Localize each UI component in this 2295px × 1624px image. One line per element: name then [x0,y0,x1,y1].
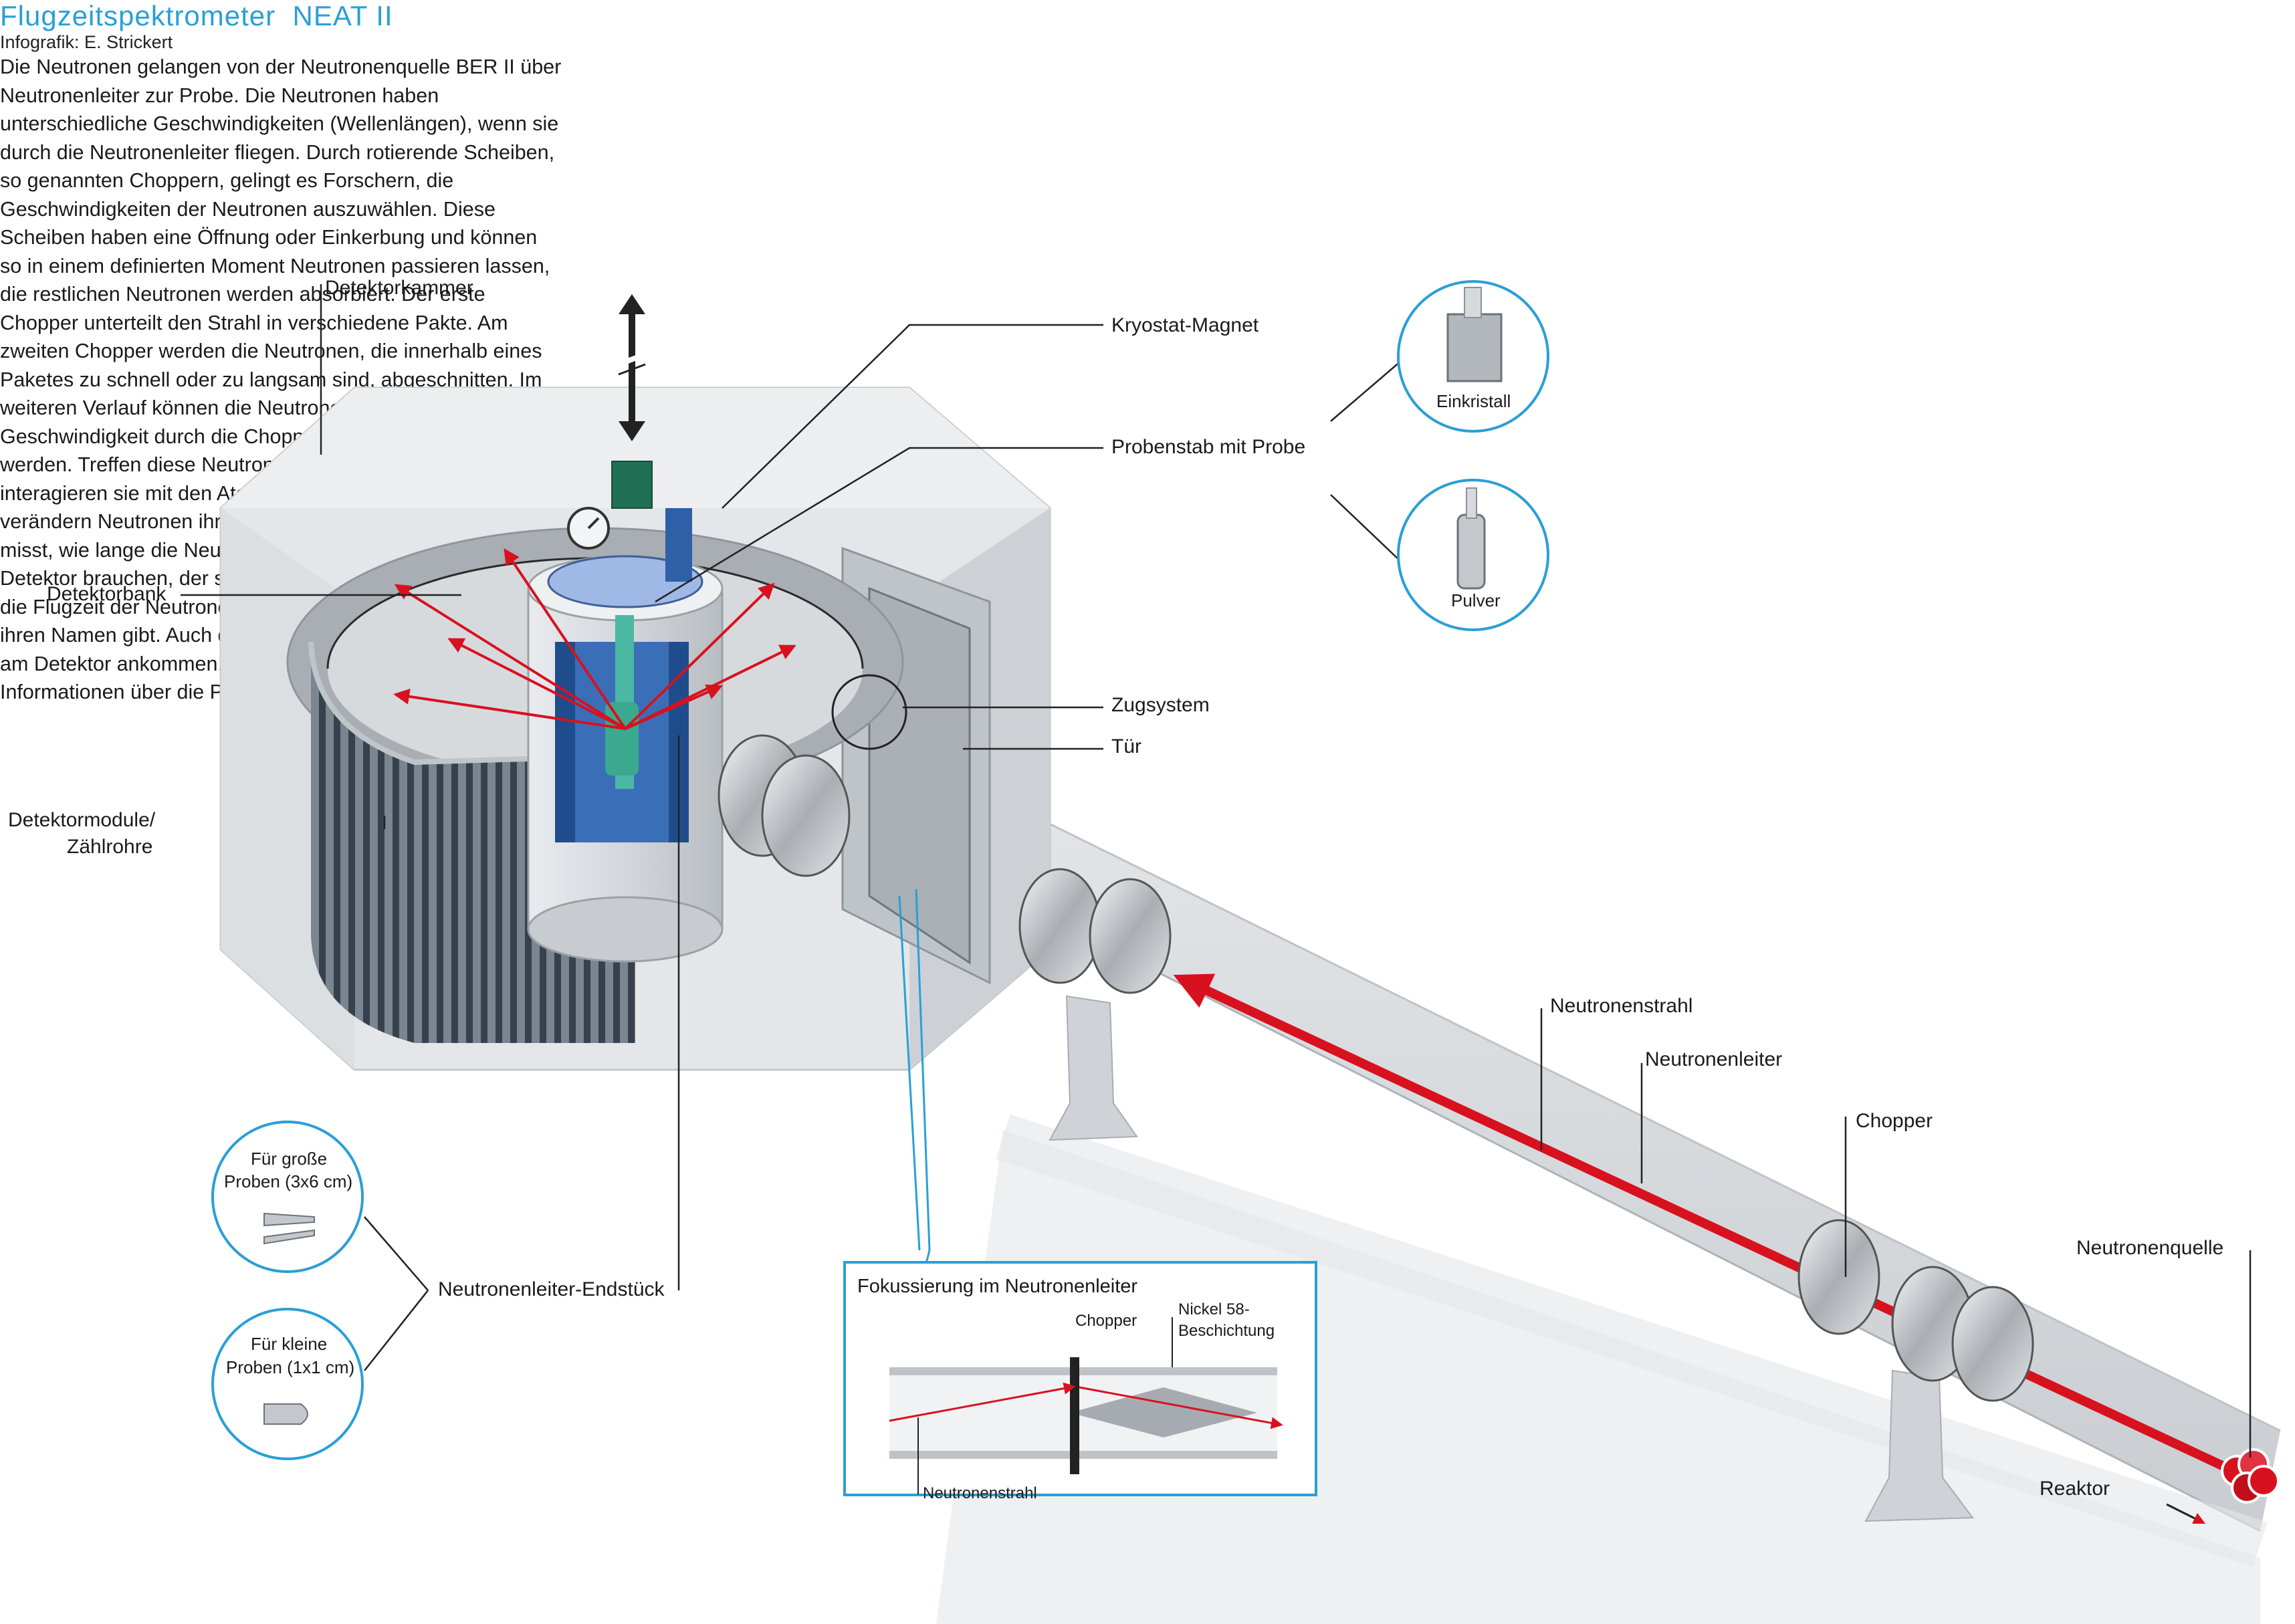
endstueck-gross-line1: Für große [251,1149,328,1169]
einkristall-circle [1397,280,1549,433]
label-detektormodule: Detektormodule/ [8,809,156,831]
endstueck-klein-circle [211,1308,364,1460]
label-reaktor: Reaktor [2040,1478,2110,1500]
label-chopper: Chopper [1856,1110,1933,1132]
endstueck-klein-line2: Proben (1x1 cm) [226,1357,355,1377]
label-neutronenquelle: Neutronenquelle [2076,1237,2224,1259]
inset-title: Fokussierung im Neutronenleiter [857,1276,1138,1297]
pulver-circle [1397,479,1549,631]
page-title: Flugzeitspektrometer NEAT II [0,0,393,31]
focusing-inset [843,1261,1317,1496]
chopper-pair-2 [1018,868,1172,994]
chopper-pair-3 [1891,1266,2034,1402]
label-probenstab: Probenstab mit Probe [1111,436,1306,458]
inset-neutronenstrahl-label: Neutronenstrahl [923,1484,1037,1502]
inset-nickel-line1: Nickel 58- [1178,1300,1250,1318]
label-kryostat-magnet: Kryostat-Magnet [1111,314,1259,336]
chopper-pair-1 [718,734,851,877]
reaktor-arrow [2166,1503,2206,1524]
zugsystem-detail [831,674,907,750]
scattered-rays [393,548,796,730]
label-zaehlrohre: Zählrohre [67,836,153,858]
label-neutronenstrahl: Neutronenstrahl [1550,995,1693,1017]
pulver-label: Pulver [1451,590,1501,610]
chopper-single [1797,1219,1880,1335]
credit-line: Infografik: E. Strickert [0,32,173,52]
label-detektorkammer: Detektorkammer [325,277,473,299]
inset-chopper-label: Chopper [1075,1312,1137,1330]
leader-lines [181,284,2252,1458]
inset-nickel-line2: Beschichtung [1178,1322,1275,1340]
label-neutronenleiter: Neutronenleiter [1645,1048,1783,1070]
endstueck-gross-line2: Proben (3x6 cm) [224,1171,353,1191]
neutron-beam-arrow [1173,973,2235,1476]
label-endstueck: Neutronenleiter-Endstück [438,1278,665,1300]
einkristall-label: Einkristall [1436,391,1511,411]
label-zugsystem: Zugsystem [1111,694,1210,716]
guide-support-1 [1049,995,1138,1141]
endstueck-klein-line1: Für kleine [251,1334,328,1354]
neutron-source-icon [2221,1448,2280,1504]
endstueck-gross-circle [211,1121,364,1273]
label-detektorbank: Detektorbank [47,583,167,605]
label-tuer: Tür [1111,735,1141,758]
